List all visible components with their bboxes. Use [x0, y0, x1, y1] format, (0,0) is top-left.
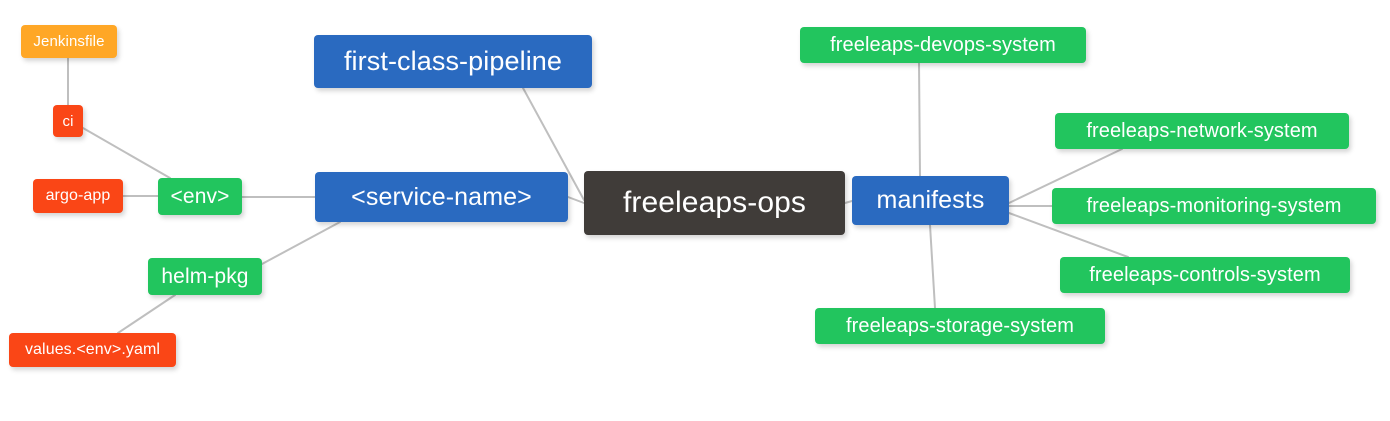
node-label-freeleaps-ops: freeleaps-ops — [622, 186, 807, 219]
node-freeleaps-devops-system[interactable]: freeleaps-devops-system — [800, 27, 1086, 63]
node-label-first-class-pipeline: first-class-pipeline — [343, 46, 563, 76]
node-label-values-env-yaml: values.<env>.yaml — [24, 341, 161, 358]
edge-service-name-to-helm-pkg — [261, 221, 341, 265]
node-freeleaps-network-system[interactable]: freeleaps-network-system — [1055, 113, 1349, 149]
edge-freeleaps-ops-to-manifests — [844, 200, 853, 204]
node-label-freeleaps-network-system: freeleaps-network-system — [1086, 120, 1318, 142]
node-label-helm-pkg: helm-pkg — [161, 265, 249, 288]
node-values-env-yaml[interactable]: values.<env>.yaml — [9, 333, 176, 367]
node-freeleaps-controls-system[interactable]: freeleaps-controls-system — [1060, 257, 1350, 293]
node-service-name[interactable]: <service-name> — [315, 172, 568, 222]
node-label-freeleaps-monitoring-system: freeleaps-monitoring-system — [1086, 195, 1342, 217]
node-label-argo-app: argo-app — [45, 187, 111, 204]
node-label-env: <env> — [170, 185, 230, 208]
edge-helm-pkg-to-values-env-yaml — [117, 294, 176, 334]
node-env[interactable]: <env> — [158, 178, 242, 215]
edge-manifests-to-freeleaps-devops-system — [918, 62, 921, 177]
node-manifests[interactable]: manifests — [852, 176, 1009, 225]
edge-env-to-ci — [82, 127, 171, 179]
node-label-service-name: <service-name> — [351, 182, 532, 211]
node-label-jenkinsfile: Jenkinsfile — [33, 33, 105, 50]
node-argo-app[interactable]: argo-app — [33, 179, 123, 213]
node-label-freeleaps-devops-system: freeleaps-devops-system — [830, 34, 1056, 56]
node-freeleaps-monitoring-system[interactable]: freeleaps-monitoring-system — [1052, 188, 1376, 224]
node-label-manifests: manifests — [876, 186, 985, 214]
node-ci[interactable]: ci — [53, 105, 83, 137]
node-first-class-pipeline[interactable]: first-class-pipeline — [314, 35, 592, 88]
node-label-freeleaps-controls-system: freeleaps-controls-system — [1089, 264, 1321, 286]
edge-manifests-to-freeleaps-storage-system — [929, 224, 936, 309]
node-jenkinsfile[interactable]: Jenkinsfile — [21, 25, 117, 58]
node-freeleaps-storage-system[interactable]: freeleaps-storage-system — [815, 308, 1105, 344]
node-helm-pkg[interactable]: helm-pkg — [148, 258, 262, 295]
node-label-freeleaps-storage-system: freeleaps-storage-system — [845, 315, 1075, 337]
node-freeleaps-ops[interactable]: freeleaps-ops — [584, 171, 845, 235]
node-label-ci: ci — [62, 112, 74, 130]
edge-freeleaps-ops-to-service-name — [567, 196, 585, 204]
